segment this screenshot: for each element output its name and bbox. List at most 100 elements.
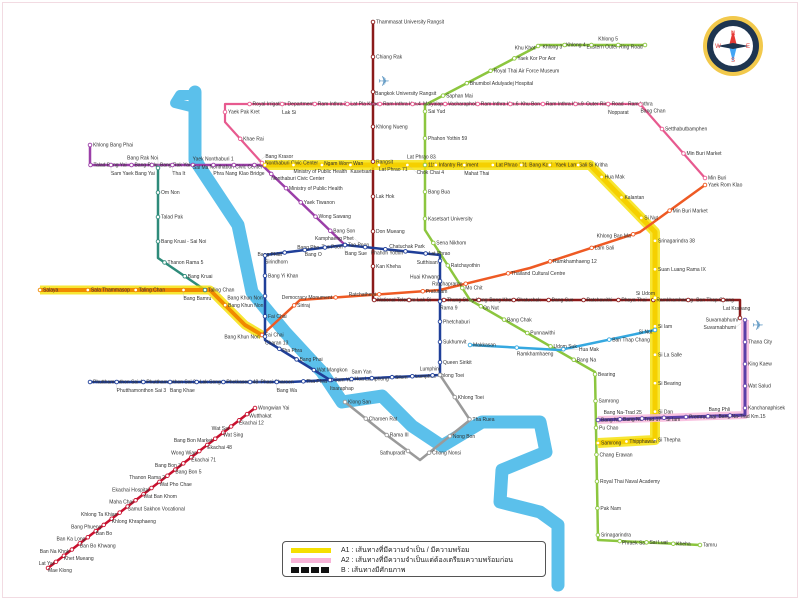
station: Wongwian Yai: [252, 406, 289, 412]
station: Chiang Rak: [370, 54, 403, 61]
station-marker: [45, 565, 51, 571]
station-label: Thung Song Hong: [447, 298, 488, 304]
station-label: Ram Inthra Km.6: [481, 102, 519, 108]
station-marker: [605, 101, 611, 107]
station-marker: [505, 271, 511, 276]
station: Bang Na: [595, 418, 621, 424]
station-label: Bang Rak Yai: [160, 163, 190, 169]
line-gray: [344, 374, 472, 462]
station-label: Don Mueang: [376, 229, 405, 235]
station-marker: [589, 42, 594, 48]
station: Khae Rai: [237, 136, 264, 142]
station: Bang Khun Non: [222, 303, 264, 309]
station-marker: [437, 359, 443, 365]
station-label: Ban Thap Chang: [612, 337, 650, 343]
station-label: Ministry of Public Health: [293, 169, 347, 175]
station-marker: [162, 260, 167, 265]
station-label: Si Dan: [658, 409, 673, 415]
station-label: Srinagarindra 38: [658, 238, 695, 244]
station-label: Bang Rak Noi: [127, 155, 158, 161]
station-label: Queen Sirikit: [443, 360, 472, 366]
station-label: Si La Salle: [658, 352, 682, 358]
station-label: Maha Chai: [109, 500, 133, 506]
station: Taling Chan: [202, 288, 235, 294]
station: Thung Song Hong: [441, 297, 488, 304]
station: Si La Salle: [652, 352, 682, 358]
station-marker: [262, 314, 268, 319]
station-label: Charoen Rat: [369, 416, 398, 422]
station-marker: [371, 297, 377, 303]
station: Si Bearing: [652, 381, 681, 387]
station-marker: [546, 297, 551, 303]
station-label: Lak Si: [282, 110, 296, 116]
station-label: Si Udom: [636, 291, 655, 297]
station-label: Samut Sakhon Vocational: [128, 507, 185, 513]
station-marker: [247, 379, 253, 385]
station-marker: [595, 440, 601, 446]
station-marker: [433, 162, 439, 168]
station-marker: [93, 528, 99, 534]
label-leader-line: [254, 156, 266, 166]
station: Bang Phueng: [71, 522, 106, 530]
station: Si Nut: [639, 216, 659, 222]
station-label: Khlong Ban Ma: [597, 234, 631, 240]
station-label: Kheha: [676, 541, 691, 547]
station-label: Maiyalap: [423, 102, 443, 108]
station-marker: [639, 416, 645, 421]
station: Thanon Rama 2: [129, 473, 170, 481]
station-marker: [571, 357, 576, 362]
line-lightred: [40, 288, 264, 337]
station: Phetchaburi: [437, 319, 470, 325]
legend-a1-swatch: [291, 547, 331, 553]
station-label: Premruethai: [689, 415, 716, 421]
station: Ban Thap Chang: [606, 337, 650, 343]
station-marker: [441, 297, 447, 303]
station-marker: [149, 485, 154, 491]
station-label: Bang Phlu: [134, 163, 157, 169]
station: Wat Mangkon: [311, 368, 348, 374]
station-marker: [430, 373, 435, 378]
station: Si Nut: [639, 327, 658, 335]
line-teal: [156, 168, 206, 292]
station: Ban Ka Long: [57, 534, 91, 543]
station: Khlong Toei: [452, 395, 484, 401]
station-marker: [370, 54, 376, 60]
station-marker: [291, 303, 297, 308]
legend-a2-label: A2 : เส้นทางที่มีความจำเป็นแต่ต้องเตรียม…: [341, 556, 514, 564]
station: Mo Chit: [460, 286, 483, 292]
station-label: Khlong Toei: [458, 395, 484, 401]
river-bend: [170, 90, 197, 113]
station-marker: [189, 454, 194, 460]
station-marker: [363, 416, 369, 421]
station-marker: [155, 214, 161, 220]
station-label: Bang Chak: [507, 317, 532, 323]
station-label: Ekachai 12: [239, 420, 264, 426]
station-marker: [262, 162, 268, 168]
station-label: Taling Chan: [208, 288, 235, 294]
station-marker: [61, 553, 67, 558]
station-label: Khet Mueang: [64, 556, 94, 562]
station-marker: [247, 101, 252, 107]
station: Sai Ma: [190, 162, 209, 171]
station-marker: [437, 299, 443, 304]
station: Ram Inthra Km.4: [377, 102, 421, 108]
station-marker: [685, 297, 691, 303]
station-label: Suvarnabhumi: [706, 317, 738, 323]
station-marker: [445, 263, 451, 268]
station-marker: [548, 344, 553, 349]
station: Vacharaphol: [442, 102, 476, 108]
station-label: Si Bearing: [658, 381, 681, 387]
station: Thipphawan: [624, 439, 657, 445]
station: Si Udom: [636, 291, 658, 300]
station-label: Charan 13: [265, 341, 289, 347]
station-marker: [327, 377, 333, 383]
station-marker: [593, 398, 598, 404]
station-marker: [619, 195, 624, 200]
station: Ekachai 71: [189, 454, 216, 463]
station-marker: [170, 162, 175, 168]
station: Bang Khun Non: [224, 332, 265, 340]
station: Suvarnabhumi: [706, 315, 743, 323]
station-marker: [488, 68, 493, 74]
station: Tha Ruea: [467, 417, 495, 423]
station: Tamru: [697, 543, 717, 549]
